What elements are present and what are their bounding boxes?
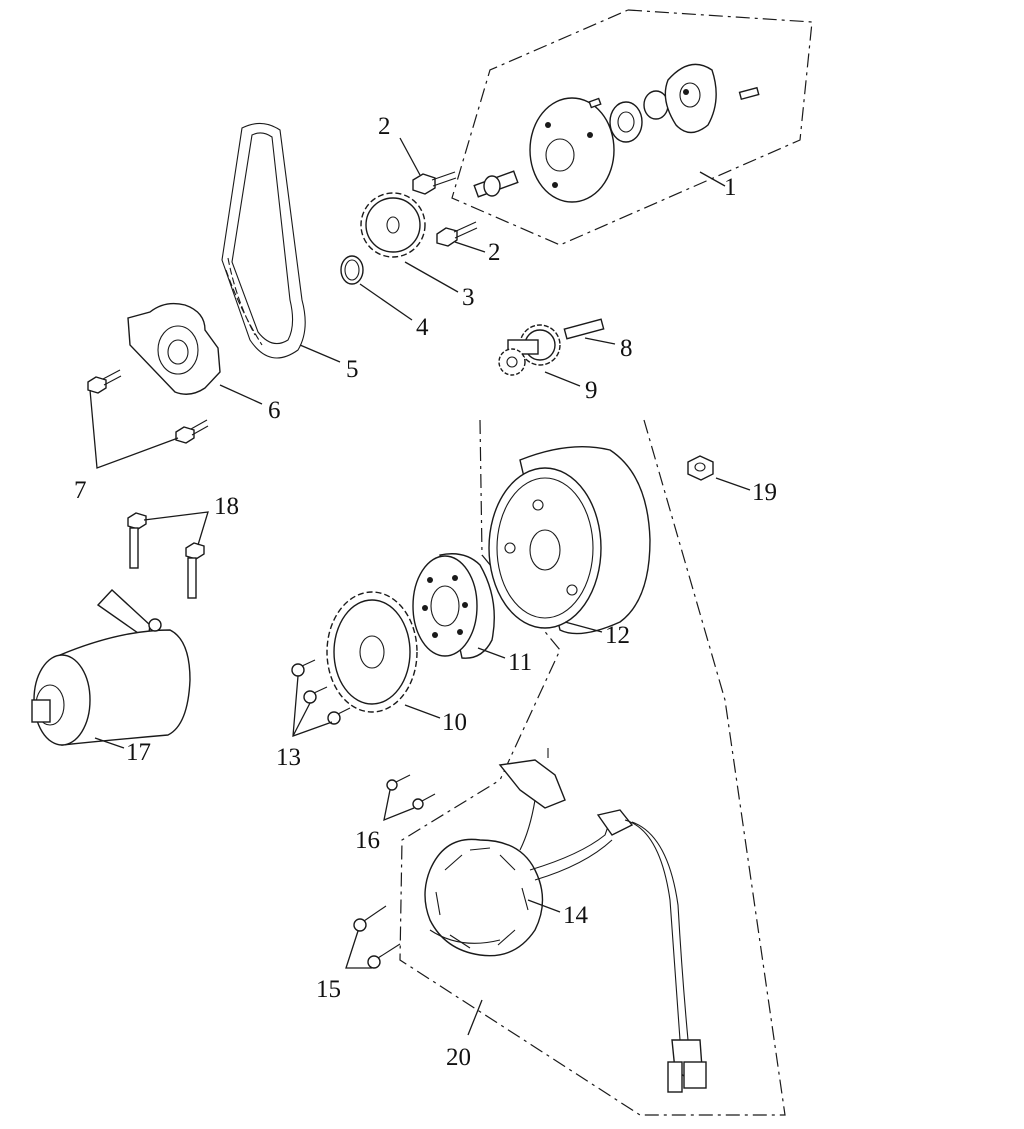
part-6-tensioner-plate <box>127 302 263 405</box>
part-16-screws <box>383 774 436 822</box>
part-4-circlip <box>340 255 413 321</box>
callout-6: 6 <box>268 397 281 424</box>
callout-15: 15 <box>316 976 341 1003</box>
callout-13: 13 <box>276 744 301 771</box>
part-10-driven-gear <box>326 591 441 719</box>
part-15-bolts <box>345 905 401 969</box>
callout-10: 10 <box>442 709 467 736</box>
part-1-oil-pump-assembly <box>451 9 813 246</box>
part-20-leader <box>467 999 483 1036</box>
part-7-bolts <box>87 369 209 469</box>
part-13-bolts <box>291 659 351 737</box>
callout-14: 14 <box>563 902 589 929</box>
callout-labels: 1 2 2 3 4 5 6 7 8 9 10 11 12 13 14 15 16… <box>74 113 777 1071</box>
callout-17: 17 <box>126 739 151 766</box>
callout-11: 11 <box>508 649 532 676</box>
part-19-nut <box>687 455 751 491</box>
callout-1: 1 <box>724 174 737 201</box>
callout-2-lower: 2 <box>488 239 501 266</box>
callout-3: 3 <box>462 284 475 311</box>
part-9-idle-gear <box>498 324 581 387</box>
callout-7: 7 <box>74 477 87 504</box>
part-18-bolts <box>127 511 209 599</box>
callout-4: 4 <box>416 314 429 341</box>
callout-16: 16 <box>355 827 380 854</box>
callout-12: 12 <box>605 622 630 649</box>
part-5-cam-chain <box>221 122 341 363</box>
part-2-bolt-lower <box>436 221 486 253</box>
callout-19: 19 <box>752 479 777 506</box>
part-17-starter-motor <box>31 589 191 749</box>
callout-9: 9 <box>585 377 598 404</box>
part-11-starter-clutch <box>412 553 506 659</box>
callout-18: 18 <box>214 493 239 520</box>
part-2-bolt-upper <box>399 137 457 195</box>
callout-8: 8 <box>620 335 633 362</box>
part-8-pin <box>563 318 616 345</box>
callout-5: 5 <box>346 356 359 383</box>
part-20-group-outline <box>399 419 786 1116</box>
part-14-stator <box>424 748 707 1093</box>
part-3-sprocket <box>360 192 459 293</box>
callout-20: 20 <box>446 1044 471 1071</box>
part-12-flywheel-rotor <box>488 446 651 635</box>
callout-2-upper: 2 <box>378 113 391 140</box>
